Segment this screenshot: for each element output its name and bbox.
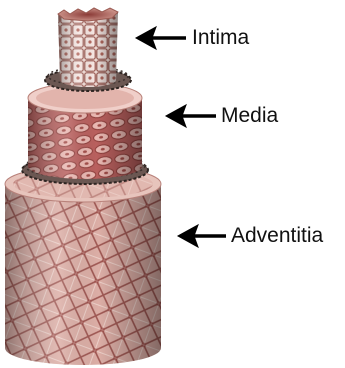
arrow-adventitia [178, 225, 226, 247]
label-intima: Intima [192, 27, 249, 48]
intima-layer [58, 8, 118, 87]
adventitia-layer [5, 166, 161, 365]
arrow-media [166, 105, 216, 127]
label-adventitia: Adventitia [231, 225, 323, 246]
arrow-intima [136, 27, 186, 49]
label-media: Media [221, 105, 278, 126]
media-layer [28, 83, 142, 179]
